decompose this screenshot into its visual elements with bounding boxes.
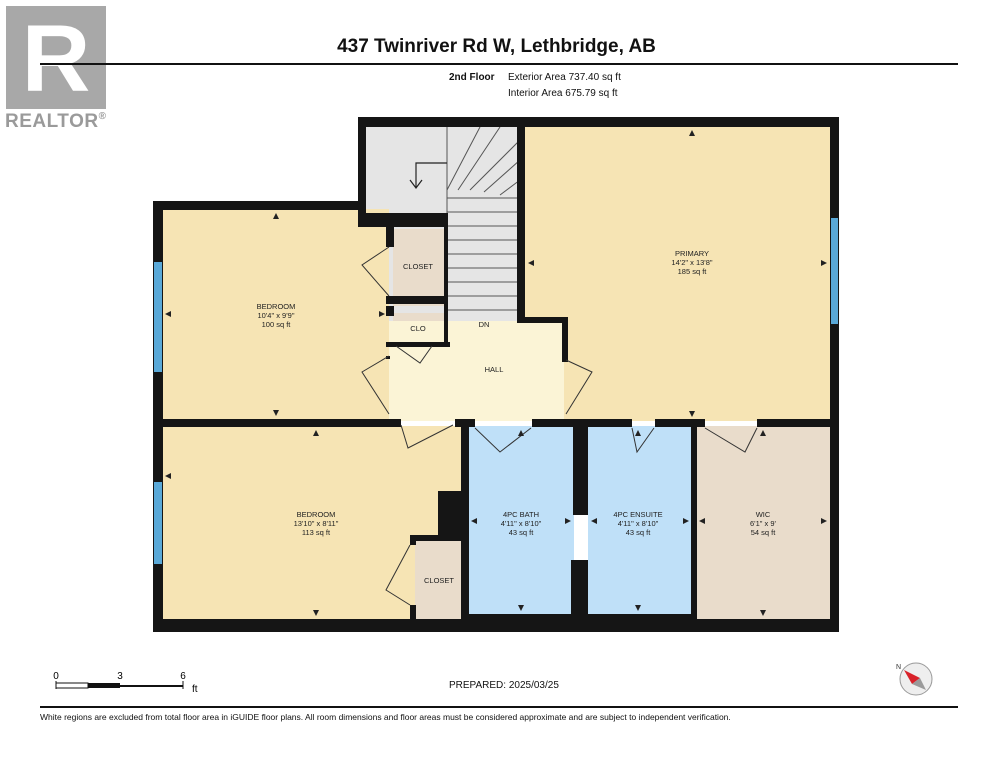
room-wic [696, 426, 830, 619]
door-swings [361, 246, 758, 606]
room-area-wic: 54 sq ft [751, 528, 777, 537]
room-bedroom-1 [162, 209, 389, 421]
property-address: 437 Twinriver Rd W, Lethbridge, AB [337, 36, 656, 57]
room-primary [524, 127, 830, 421]
prepared-date: PREPARED: 2025/03/25 [449, 680, 559, 691]
room-area-bedroom-1: 100 sq ft [262, 320, 292, 329]
room-area-bedroom-2: 113 sq ft [302, 528, 331, 537]
room-closet-1 [393, 229, 445, 306]
interior-area: Interior Area 675.79 sq ft [508, 88, 618, 99]
room-name-bedroom-1: BEDROOM [257, 302, 296, 311]
room-hall [389, 321, 564, 421]
room-name-bedroom-2: BEDROOM [297, 510, 336, 519]
dimension-arrows [165, 130, 827, 616]
scale-unit: ft [192, 684, 198, 695]
realtor-logo: R [6, 6, 106, 112]
room-name-closet-2: CLOSET [424, 576, 454, 585]
scale-tick-0: 0 [53, 671, 59, 682]
room-name-clo: CLO [410, 324, 426, 333]
scale-bar: 0 3 6 ft [53, 671, 198, 695]
windows [154, 218, 838, 564]
room-name-wic: WIC [756, 510, 771, 519]
disclaimer: White regions are excluded from total fl… [40, 712, 731, 722]
room-name-hall: HALL [485, 365, 504, 374]
room-dims-ensuite: 4'11" x 8'10" [618, 519, 659, 528]
room-name-closet-1: CLOSET [403, 262, 433, 271]
room-closet-2 [415, 539, 462, 619]
svg-text:R: R [22, 6, 91, 112]
stair-arrow-icon [409, 162, 447, 189]
room-dims-bedroom-1: 10'4" x 9'9" [258, 311, 295, 320]
room-name-bath: 4PC BATH [503, 510, 539, 519]
room-area-ensuite: 43 sq ft [626, 528, 652, 537]
header-divider [40, 63, 958, 65]
floor-label: 2nd Floor [449, 72, 495, 83]
exterior-area: Exterior Area 737.40 sq ft [508, 72, 621, 83]
compass-north-label: N [896, 664, 901, 671]
room-ensuite [588, 426, 692, 615]
room-dims-wic: 6'1" x 9' [750, 519, 777, 528]
room-dims-primary: 14'2" x 13'8" [671, 258, 712, 267]
walls [153, 117, 839, 632]
room-dims-bath: 4'11" x 8'10" [501, 519, 542, 528]
room-area-bath: 43 sq ft [509, 528, 535, 537]
scale-tick-3: 3 [117, 671, 123, 682]
footer-divider [40, 706, 958, 708]
room-dims-bedroom-2: 13'10" x 8'11" [294, 519, 339, 528]
scale-tick-6: 6 [180, 671, 186, 682]
room-name-ensuite: 4PC ENSUITE [613, 510, 662, 519]
realtor-logo-text: REALTOR® [5, 111, 107, 132]
north-compass-icon: N [896, 662, 933, 696]
room-name-primary: PRIMARY [675, 249, 709, 258]
realtor-logo-mark [6, 6, 106, 109]
room-bath [468, 426, 574, 615]
stairs-dn-label: DN [479, 320, 490, 329]
room-area-primary: 185 sq ft [678, 267, 708, 276]
room-bedroom-2 [162, 426, 462, 619]
